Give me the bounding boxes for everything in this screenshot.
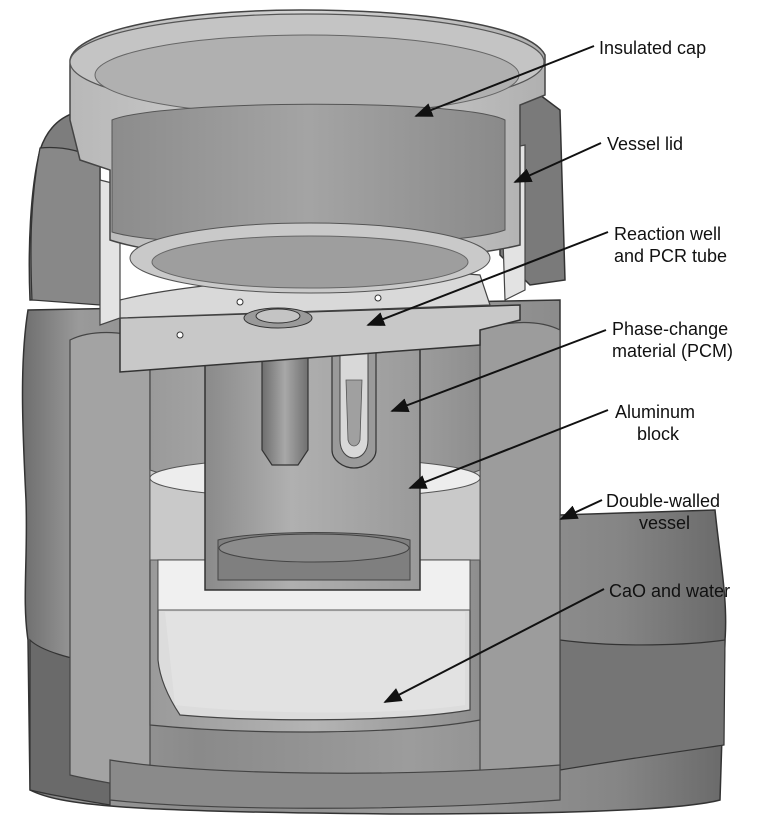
labels: Insulated cap Vessel lid Reaction well a… <box>599 38 733 601</box>
label-vessel-lid: Vessel lid <box>607 134 683 154</box>
arrow-insulated-cap <box>414 45 595 117</box>
label-cao-water: CaO and water <box>609 581 730 601</box>
arrow-pcm <box>390 329 607 412</box>
label-insulated-cap: Insulated cap <box>599 38 706 58</box>
leader-arrows <box>366 45 609 703</box>
label-pcm-line1: Phase-change <box>612 319 728 339</box>
label-reaction-well-line1: Reaction well <box>614 224 721 244</box>
arrow-vessel-lid <box>513 142 602 183</box>
insulated-cap <box>69 9 546 294</box>
arrow-aluminum-block <box>408 409 609 489</box>
arrow-reaction-well <box>366 231 609 326</box>
label-aluminum-line1: Aluminum <box>615 402 695 422</box>
label-vessel-line2: vessel <box>639 513 690 533</box>
label-reaction-well-line2: and PCR tube <box>614 246 727 266</box>
cao-water-chamber <box>157 559 471 721</box>
arrow-cao-water <box>383 588 605 703</box>
aluminum-block <box>204 319 421 591</box>
label-aluminum-line2: block <box>637 424 680 444</box>
arrow-double-walled-vessel <box>559 499 603 520</box>
label-vessel-line1: Double-walled <box>606 491 720 511</box>
label-pcm-line2: material (PCM) <box>612 341 733 361</box>
